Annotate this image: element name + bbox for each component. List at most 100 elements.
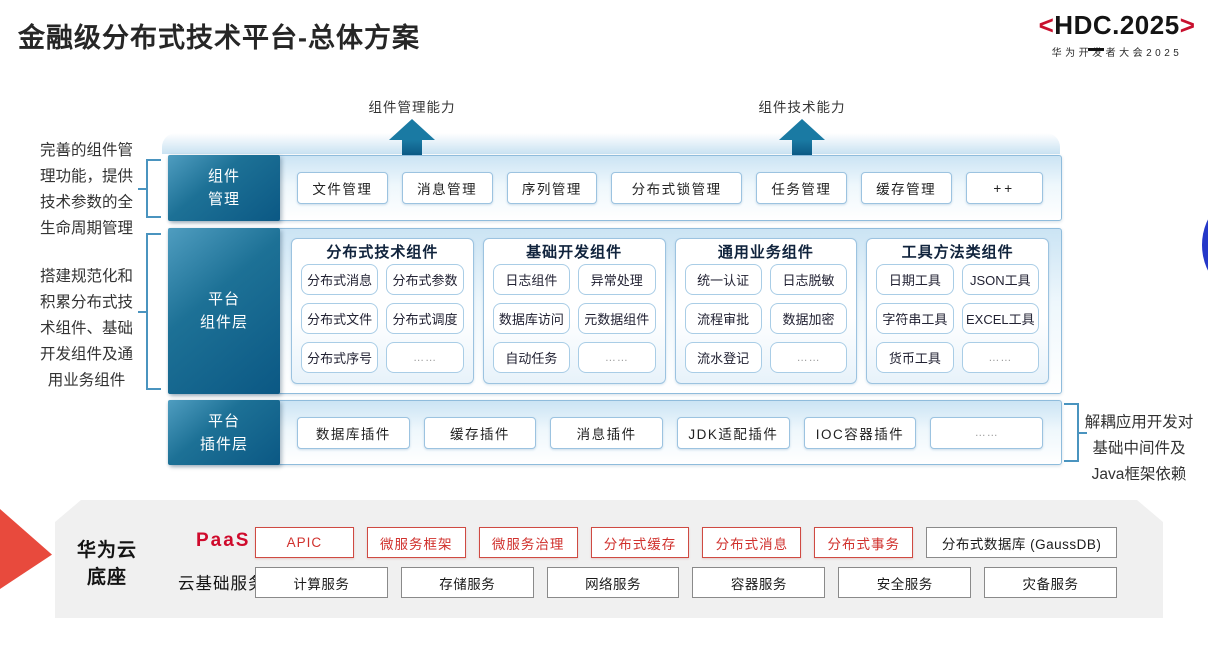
plugin-item: 缓存插件: [423, 416, 537, 449]
component-group: 通用业务组件统一认证日志脱敏流程审批数据加密流水登记……: [674, 238, 858, 384]
component-group-grid: 统一认证日志脱敏流程审批数据加密流水登记……: [676, 264, 857, 383]
paas-service-item: 微服务治理: [478, 527, 578, 558]
component-item: 流水登记: [684, 342, 762, 373]
component-item: 字符串工具: [876, 303, 954, 334]
component-group-title: 分布式技术组件: [326, 244, 439, 261]
component-item: 分布式参数: [386, 264, 464, 295]
blue-dot-decoration: [1202, 187, 1208, 303]
left-bracket-row2: [138, 233, 161, 390]
hdc-logo: <HDC.2025> 华为开发者大会2025: [1032, 10, 1202, 59]
logo-c-underline: [1088, 48, 1104, 51]
capability-arrow-technology: 组件技术能力: [732, 96, 872, 155]
cloud-service-item: 计算服务: [255, 567, 388, 598]
layer-label-platform-components: 平台 组件层: [168, 228, 280, 394]
cloud-services-row: 计算服务存储服务网络服务容器服务安全服务灾备服务: [255, 567, 1117, 598]
component-item: JSON工具: [961, 264, 1039, 295]
huawei-cloud-base-label: 华为云 底座: [76, 540, 137, 588]
cloud-basic-services-label: 云基础服务: [178, 575, 266, 593]
component-group-title: 通用业务组件: [717, 244, 814, 261]
component-item: 日志脱敏: [769, 264, 848, 295]
logo-right-bracket: >: [1179, 10, 1196, 40]
hdc-logo-subtitle: 华为开发者大会2025: [1051, 48, 1183, 59]
paas-service-item: APIC: [255, 527, 354, 558]
component-item: 货币工具: [876, 342, 954, 373]
component-mgmt-item: 文件管理: [297, 172, 388, 204]
component-item: 元数据组件: [578, 303, 656, 334]
component-mgmt-item: ++: [965, 172, 1043, 204]
component-item: 数据库访问: [492, 303, 571, 334]
component-mgmt-item: 任务管理: [756, 172, 847, 204]
component-item: 流程审批: [684, 303, 762, 334]
huawei-cloud-platform-panel: [55, 500, 1163, 618]
right-bracket-row3: [1064, 403, 1087, 462]
component-group: 基础开发组件日志组件异常处理数据库访问元数据组件自动任务……: [482, 238, 666, 384]
note-component-accumulation: 搭建规范化和 积累分布式技 术组件、基础 开发组件及通 用业务组件: [39, 268, 133, 389]
component-group-title: 工具方法类组件: [901, 244, 1014, 261]
paas-service-item: 微服务框架: [366, 527, 466, 558]
layer-platform-components: 平台 组件层 分布式技术组件分布式消息分布式参数分布式文件分布式调度分布式序号……: [168, 228, 1062, 394]
component-item: ……: [386, 342, 464, 373]
component-item: 分布式文件: [301, 303, 379, 334]
component-item: ……: [578, 342, 656, 373]
platform-plugin-items: 数据库插件缓存插件消息插件 JDK适配插件 IOC容器插件 ……: [279, 401, 1061, 464]
up-arrow-icon: [779, 119, 825, 140]
component-item: 分布式序号: [301, 342, 379, 373]
cloud-service-item: 灾备服务: [984, 567, 1117, 598]
component-item: 分布式消息: [301, 264, 379, 295]
up-arrow-icon: [389, 119, 435, 140]
logo-main-text: HDC.2025: [1054, 10, 1180, 40]
page-title: 金融级分布式技术平台-总体方案: [18, 23, 420, 53]
layer-label-component-management: 组件 管理: [168, 155, 280, 221]
component-item: 数据加密: [769, 303, 848, 334]
left-bracket-row1: [138, 159, 161, 218]
component-mgmt-item: 缓存管理: [860, 172, 952, 204]
red-arrow-icon: [0, 509, 52, 589]
component-item: 分布式调度: [386, 303, 464, 334]
capability-arrow-management-label: 组件管理能力: [368, 100, 456, 115]
component-group-grid: 日志组件异常处理数据库访问元数据组件自动任务……: [484, 264, 665, 383]
plugin-item: 数据库插件: [297, 416, 410, 449]
component-mgmt-item: 消息管理: [401, 172, 493, 204]
component-group-grid: 分布式消息分布式参数分布式文件分布式调度分布式序号……: [292, 264, 473, 383]
logo-left-bracket: <: [1038, 10, 1055, 40]
plugin-item: JDK适配插件: [677, 416, 790, 449]
paas-service-item: 分布式消息: [702, 527, 802, 558]
cloud-service-item: 网络服务: [546, 567, 680, 598]
component-item: 统一认证: [684, 264, 762, 295]
component-management-items: 文件管理消息管理序列管理分布式锁管理任务管理缓存管理 ++: [279, 156, 1061, 220]
layer-platform-plugins: 平台 插件层 数据库插件缓存插件消息插件 JDK适配插件 IOC容器插件 ……: [168, 400, 1062, 465]
paas-database-item: 分布式数据库 (GaussDB): [926, 527, 1118, 558]
component-mgmt-item: 序列管理: [506, 172, 598, 204]
cloud-service-item: 安全服务: [838, 567, 972, 598]
up-arrow-stem: [792, 140, 812, 155]
up-arrow-stem: [402, 140, 422, 155]
plugin-item: 消息插件: [550, 416, 664, 449]
note-component-management: 完善的组件管 理功能，提供 技术参数的全 生命周期管理: [39, 142, 133, 237]
cloud-service-item: 存储服务: [400, 567, 534, 598]
component-item: 日志组件: [492, 264, 571, 295]
component-item: ……: [961, 342, 1039, 373]
component-mgmt-item: 分布式锁管理: [611, 172, 743, 204]
plugin-item: IOC容器插件: [803, 416, 917, 449]
hdc-logo-text: <HDC.2025>: [1032, 10, 1202, 41]
note-decoupling: 解耦应用开发对 基础中间件及 Java框架依赖: [1084, 414, 1194, 483]
layer-component-management: 组件 管理 文件管理消息管理序列管理分布式锁管理任务管理缓存管理 ++: [168, 155, 1062, 221]
paas-service-item: 分布式缓存: [590, 527, 690, 558]
plugin-item: ……: [930, 416, 1044, 449]
capability-arrow-technology-label: 组件技术能力: [758, 100, 846, 115]
platform-component-groups: 分布式技术组件分布式消息分布式参数分布式文件分布式调度分布式序号……基础开发组件…: [279, 229, 1061, 393]
component-item: ……: [769, 342, 848, 373]
component-group: 分布式技术组件分布式消息分布式参数分布式文件分布式调度分布式序号……: [291, 238, 474, 384]
layer-label-platform-plugins: 平台 插件层: [168, 400, 280, 465]
capability-arrow-management: 组件管理能力: [342, 96, 482, 155]
paas-label: PaaS: [196, 530, 251, 551]
cloud-service-item: 容器服务: [692, 567, 826, 598]
top-glow-decoration: [162, 133, 1060, 154]
component-item: 日期工具: [876, 264, 954, 295]
component-group-title: 基础开发组件: [526, 244, 623, 261]
component-item: EXCEL工具: [961, 303, 1039, 334]
component-item: 自动任务: [492, 342, 571, 373]
